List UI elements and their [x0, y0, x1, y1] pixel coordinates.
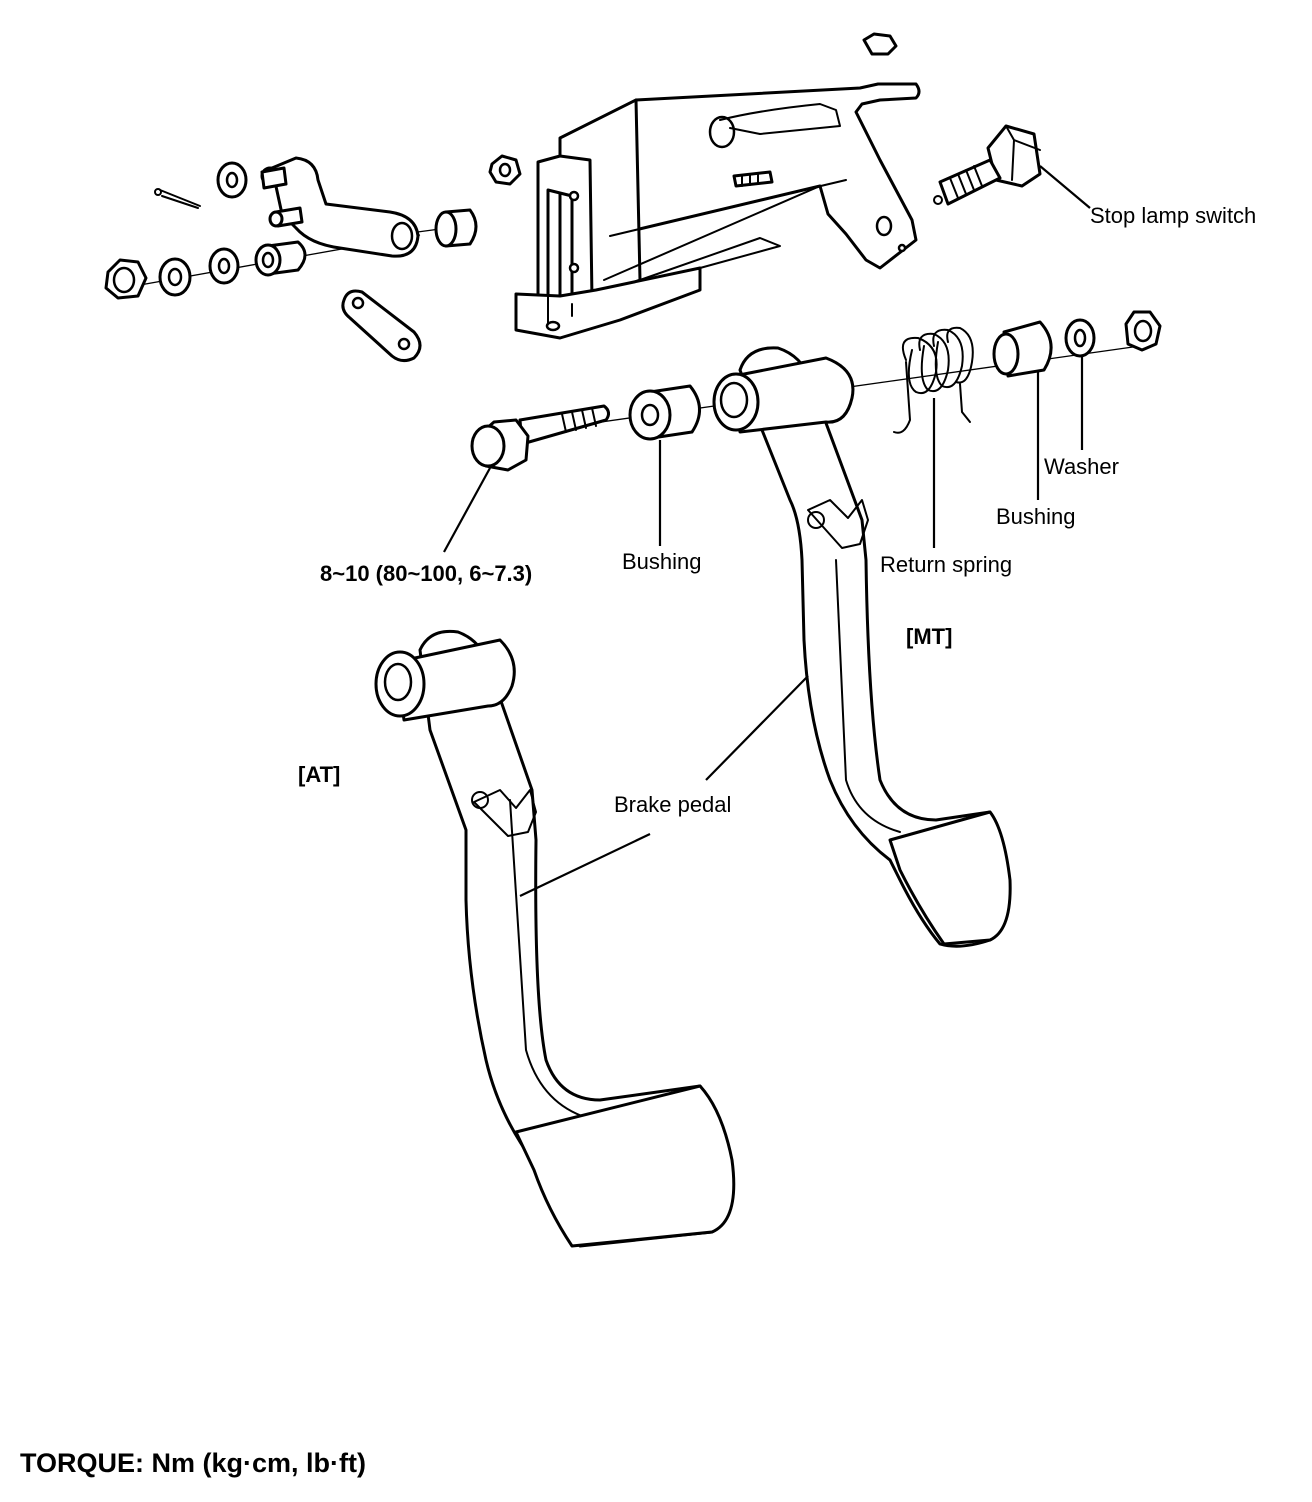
leader-brake-pedal-at [519, 833, 651, 897]
pedal-mounting-bracket [514, 32, 921, 340]
cotter-pin [154, 188, 201, 209]
label-stop-lamp-switch: Stop lamp switch [1090, 203, 1256, 228]
spring-washer-left [158, 257, 192, 297]
label-return-spring: Return spring [880, 552, 1012, 577]
hex-nut-right [1124, 310, 1162, 352]
flat-washer-left [208, 247, 240, 285]
label-bushing-left: Bushing [622, 549, 702, 574]
label-bolt-torque: 8~10 (80~100, 6~7.3) [320, 561, 532, 586]
at-brake-pedal [374, 629, 736, 1248]
label-brake-pedal: Brake pedal [614, 792, 731, 817]
leader-bolt-torque [443, 467, 491, 553]
leader-brake-pedal-mt [705, 675, 809, 781]
lever-bracket [260, 156, 420, 258]
leader-lines [443, 165, 1091, 897]
callout-labels: Stop lamp switch Washer Bushing Return s… [298, 203, 1256, 817]
bushing-left [628, 384, 701, 441]
stop-lamp-switch [933, 124, 1042, 206]
torque-units-note: TORQUE: Nm (kg·cm, lb·ft) [20, 1448, 366, 1478]
mt-brake-pedal [712, 346, 1012, 948]
spring-washer-right [1064, 318, 1096, 358]
hex-nut-left [104, 258, 148, 300]
return-spring [893, 326, 974, 434]
label-washer: Washer [1044, 454, 1119, 479]
link-plate [341, 289, 422, 363]
washer-top [216, 161, 248, 199]
label-at: [AT] [298, 762, 340, 787]
bushing-right [992, 320, 1053, 378]
label-mt: [MT] [906, 624, 952, 649]
leader-stop-lamp-switch [1039, 165, 1091, 209]
pivot-bolt [470, 404, 611, 472]
label-bushing-right: Bushing [996, 504, 1076, 529]
hex-nut-middle [488, 154, 522, 186]
linkage-hardware-group [104, 154, 522, 363]
hex-nut-top [862, 32, 898, 56]
bushing-small-left [254, 240, 307, 277]
bushing-small-right [434, 208, 478, 248]
